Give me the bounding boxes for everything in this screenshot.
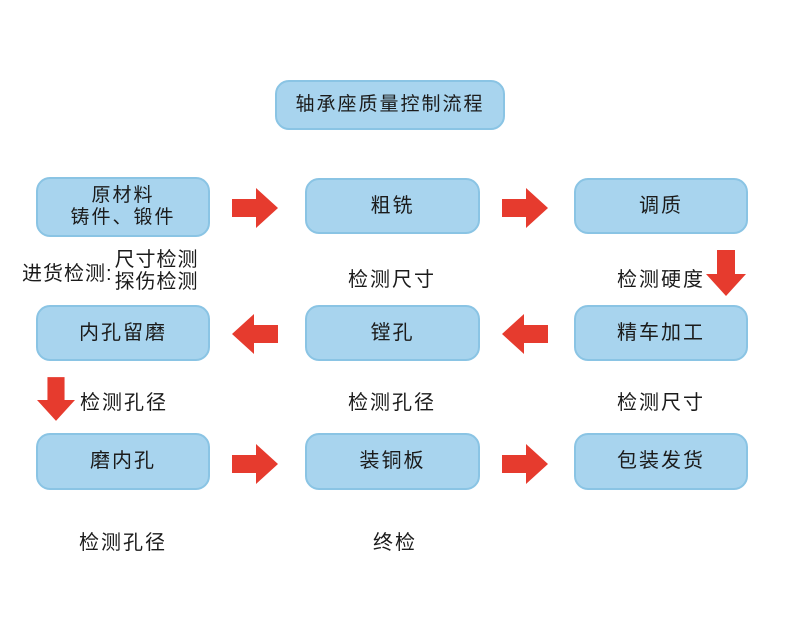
node-raw-material-line1: 原材料 bbox=[91, 185, 155, 207]
caption-inspect-hole-row2-left: 检测孔径 bbox=[80, 392, 168, 414]
node-boring-label: 镗孔 bbox=[370, 321, 415, 344]
arrow-down-icon bbox=[37, 377, 75, 421]
node-install-copper-plate-label: 装铜板 bbox=[359, 450, 426, 472]
arrow-left-icon bbox=[502, 314, 548, 354]
node-raw-material: 原材料 铸件、锻件 bbox=[36, 177, 210, 237]
caption-inspect-dimension-row2: 检测尺寸 bbox=[617, 392, 705, 414]
arrow-right-icon bbox=[232, 444, 278, 484]
incoming-inspection-items: 尺寸检测 探伤检测 bbox=[114, 249, 199, 293]
node-fine-turning-label: 精车加工 bbox=[617, 321, 705, 344]
node-fine-turning: 精车加工 bbox=[574, 305, 748, 361]
dimension-check-label: 尺寸检测 bbox=[114, 249, 199, 271]
arrow-down-icon bbox=[706, 250, 746, 296]
node-tempering-label: 调质 bbox=[639, 194, 683, 217]
node-pack-and-ship-label: 包装发货 bbox=[617, 450, 705, 472]
node-rough-milling-label: 粗铣 bbox=[370, 194, 415, 217]
flaw-check-label: 探伤检测 bbox=[114, 270, 199, 293]
flowchart-title-box: 轴承座质量控制流程 bbox=[275, 80, 505, 130]
caption-inspect-hardness: 检测硬度 bbox=[617, 269, 705, 291]
node-install-copper-plate: 装铜板 bbox=[305, 433, 480, 490]
node-tempering: 调质 bbox=[574, 178, 748, 234]
arrow-right-icon bbox=[502, 188, 548, 228]
arrow-right-icon bbox=[232, 188, 278, 228]
arrow-left-icon bbox=[232, 314, 278, 354]
node-raw-material-line2: 铸件、锻件 bbox=[70, 207, 176, 228]
caption-inspect-dimension-row1: 检测尺寸 bbox=[348, 269, 436, 291]
node-bore-grind-allowance: 内孔留磨 bbox=[36, 305, 210, 361]
arrow-right-icon bbox=[502, 444, 548, 484]
caption-inspect-hole-row2-mid: 检测孔径 bbox=[348, 392, 436, 414]
caption-inspect-hole-row3: 检测孔径 bbox=[79, 532, 167, 554]
node-boring: 镗孔 bbox=[305, 305, 480, 361]
caption-incoming-inspection: 进货检测: 尺寸检测 探伤检测 bbox=[22, 249, 199, 293]
node-rough-milling: 粗铣 bbox=[305, 178, 480, 234]
node-pack-and-ship: 包装发货 bbox=[574, 433, 748, 490]
incoming-inspection-label: 进货检测: bbox=[22, 263, 113, 286]
node-grind-inner-hole-label: 磨内孔 bbox=[90, 450, 156, 472]
node-grind-inner-hole: 磨内孔 bbox=[36, 433, 210, 490]
flowchart-title: 轴承座质量控制流程 bbox=[295, 94, 485, 116]
node-bore-grind-allowance-label: 内孔留磨 bbox=[79, 321, 167, 344]
caption-final-inspection: 终检 bbox=[373, 532, 417, 554]
